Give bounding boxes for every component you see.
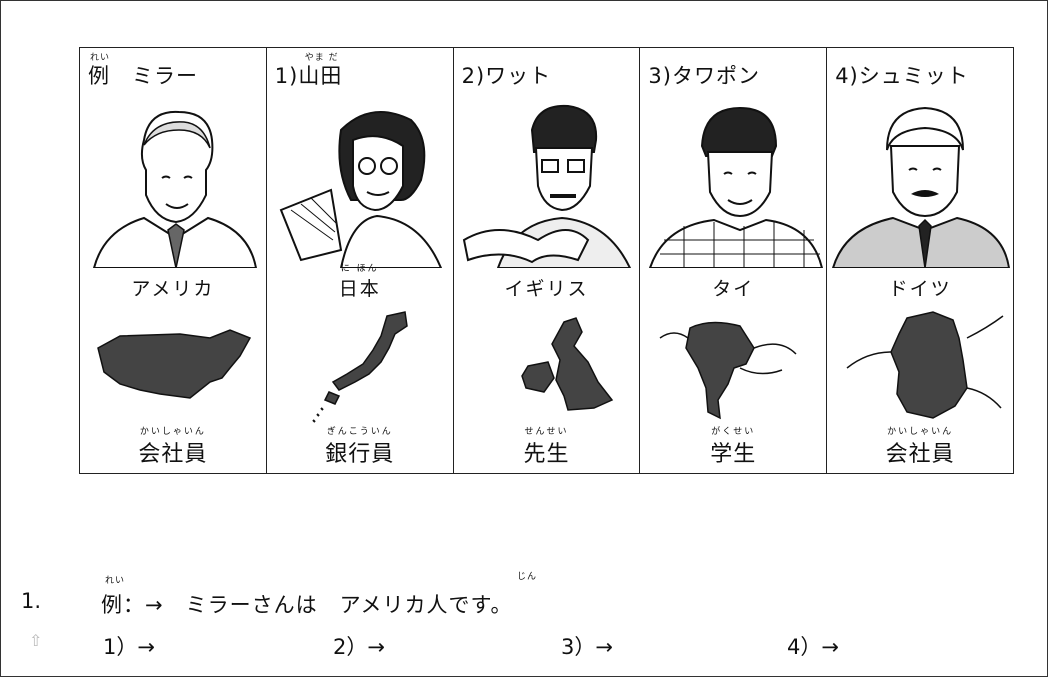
young-man-portrait-icon bbox=[649, 106, 824, 268]
person-name: 2)ワット bbox=[461, 64, 552, 88]
woman-with-fan-portrait-icon bbox=[279, 111, 442, 268]
man-reading-book-portrait-icon bbox=[462, 104, 631, 268]
person-name: 例 ミラー bbox=[88, 64, 198, 88]
person-name: 4)シュミット bbox=[835, 64, 969, 88]
job-ruby: かいしゃいん bbox=[887, 427, 954, 437]
up-arrow-icon: ⇧ bbox=[29, 631, 43, 650]
name-ruby: やま だ bbox=[304, 53, 339, 63]
person-column-yamada: やま だ 1)山田 に ほん 日本 ぎんこういん 銀行員 bbox=[267, 48, 454, 473]
usa-map-icon bbox=[97, 329, 252, 399]
person-column-tawapon: 3)タワポン タイ がくせい 学生 bbox=[640, 48, 828, 473]
job-ruby: せんせい bbox=[524, 427, 569, 437]
person-column-miller: れい 例 ミラー アメリカ かいしゃいん 会社員 bbox=[80, 48, 267, 473]
job-ruby: かいしゃいん bbox=[139, 427, 206, 437]
uk-map-icon bbox=[520, 317, 613, 411]
older-man-portrait-icon bbox=[832, 106, 1011, 268]
person-name: 3)タワポン bbox=[648, 64, 760, 88]
country-name: 日本 bbox=[338, 278, 381, 300]
exercise-item-4: 4）→ bbox=[787, 635, 839, 659]
name-ruby: れい bbox=[90, 53, 111, 63]
example-sentence: 例：→ ミラーさんは アメリカ人です。 bbox=[101, 593, 513, 617]
germany-map-icon bbox=[846, 311, 1004, 419]
country-name: アメリカ bbox=[131, 278, 215, 300]
job-title: 先生 bbox=[523, 442, 570, 467]
job-title: 銀行員 bbox=[325, 442, 395, 467]
japan-map-icon bbox=[312, 311, 408, 423]
exercise-section: れい じん 1. 例：→ ミラーさんは アメリカ人です。 ⇧ 1）→ 2）→ 3… bbox=[1, 561, 1047, 671]
exercise-number: 1. bbox=[21, 589, 42, 613]
man-portrait-icon bbox=[92, 110, 258, 268]
exercise-item-3: 3）→ bbox=[561, 635, 613, 659]
country-ruby: に ほん bbox=[340, 264, 379, 274]
person-name: 1)山田 bbox=[274, 64, 343, 88]
country-name: ドイツ bbox=[888, 278, 952, 300]
country-name: タイ bbox=[712, 278, 755, 300]
exercise-item-1: 1）→ bbox=[103, 635, 155, 659]
job-title: 会社員 bbox=[138, 442, 208, 467]
job-title: 会社員 bbox=[885, 442, 955, 467]
person-column-schmidt: 4)シュミット ドイツ かいしゃいん 会社員 bbox=[827, 48, 1013, 473]
job-title: 学生 bbox=[710, 442, 757, 467]
job-ruby: ぎんこういん bbox=[326, 427, 393, 437]
person-table: れい 例 ミラー アメリカ かいしゃいん 会社員 やま だ 1)山田 bbox=[79, 47, 1014, 474]
thailand-map-icon bbox=[659, 321, 797, 420]
country-name: イギリス bbox=[504, 278, 589, 300]
jin-ruby: じん bbox=[517, 572, 538, 582]
exercise-item-2: 2）→ bbox=[333, 635, 385, 659]
job-ruby: がくせい bbox=[711, 427, 756, 437]
example-ruby: れい bbox=[105, 576, 126, 586]
person-column-watt: 2)ワット イギリス せんせい 先生 bbox=[454, 48, 641, 473]
